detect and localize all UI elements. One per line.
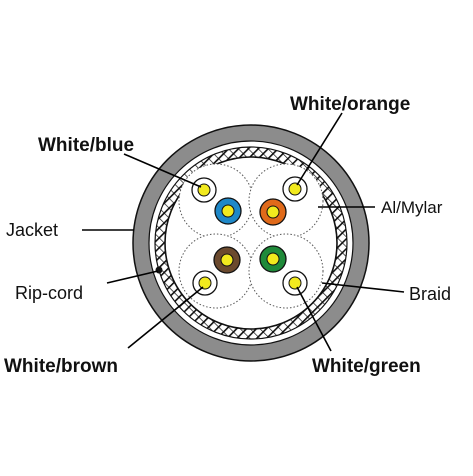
leader-white-green xyxy=(296,286,332,352)
label-al-mylar: Al/Mylar xyxy=(381,198,443,217)
conductor-green xyxy=(259,245,287,273)
label-white-orange: White/orange xyxy=(290,94,410,115)
pair-green-outline xyxy=(248,233,324,309)
leader-braid xyxy=(321,282,405,293)
conductor-brown xyxy=(213,246,241,274)
leader-rip-cord xyxy=(106,270,159,284)
conductor-blue xyxy=(214,197,242,225)
conductor-white-orange xyxy=(282,176,308,202)
label-braid: Braid xyxy=(409,284,451,304)
label-white-brown: White/brown xyxy=(4,356,118,377)
label-rip-cord: Rip-cord xyxy=(15,283,83,303)
conductor-white-green xyxy=(282,270,308,296)
leader-white-orange xyxy=(296,112,343,186)
conductor-white-brown xyxy=(192,270,218,296)
rip-cord-dot xyxy=(155,266,163,274)
pair-blue-outline xyxy=(178,163,254,239)
conductor-orange xyxy=(259,198,287,226)
leader-white-brown xyxy=(127,286,204,349)
conductor-white-blue xyxy=(191,177,217,203)
pair-orange-outline xyxy=(248,163,324,239)
label-jacket: Jacket xyxy=(6,220,58,240)
leader-white-blue xyxy=(123,153,202,188)
label-white-blue: White/blue xyxy=(38,135,134,156)
label-white-green: White/green xyxy=(312,356,421,377)
